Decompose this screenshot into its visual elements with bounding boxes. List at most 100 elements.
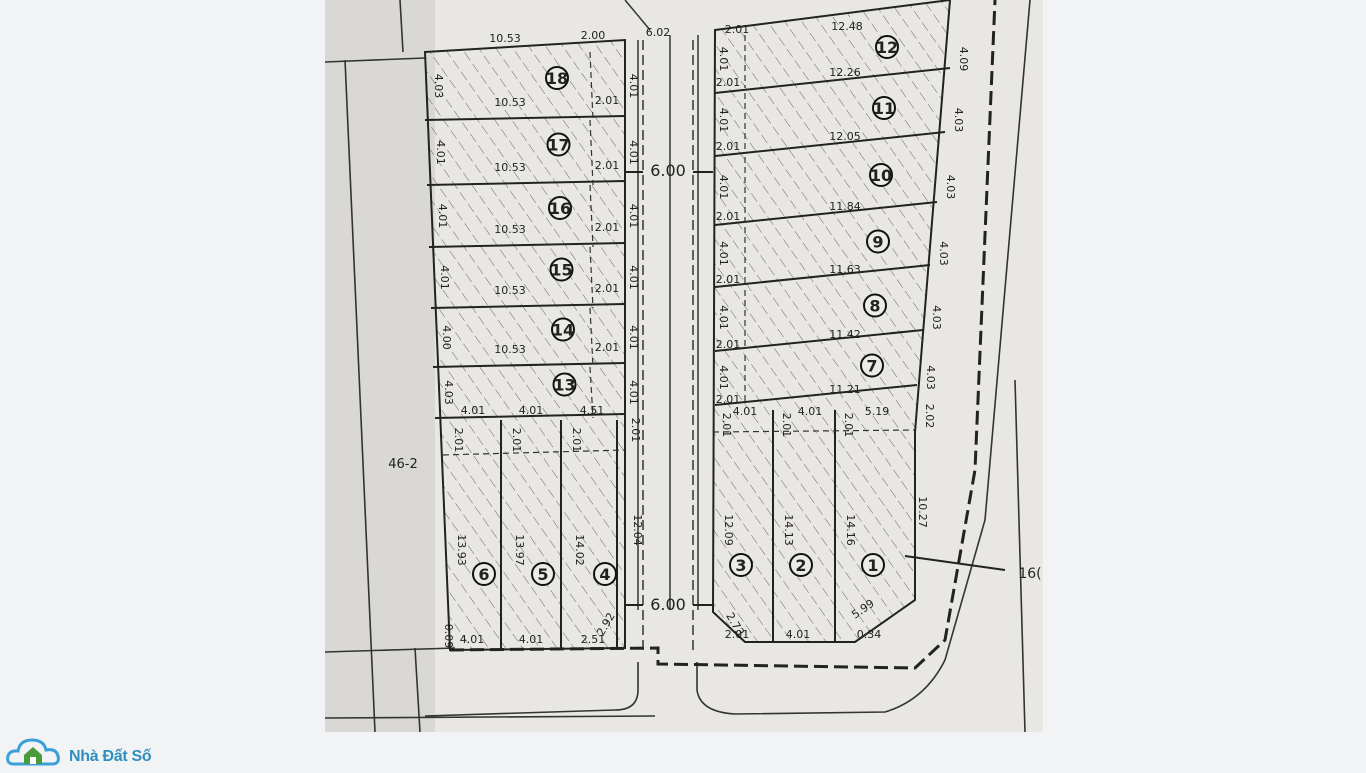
lot-inner-line	[442, 449, 626, 456]
lot-8-side-width: 4.01	[717, 305, 730, 330]
lot-boundary	[434, 413, 626, 419]
lot-8-depth: 4.03	[930, 305, 943, 330]
lot-16-depth: 4.01	[436, 204, 449, 229]
lot-14-length: 10.53	[494, 343, 526, 356]
top-dim-4: 12.48	[831, 20, 863, 33]
lot-number-4: 4	[593, 562, 617, 586]
lot-7-bottom-dim-1: 4.01	[798, 405, 823, 418]
lot-number-11: 11	[872, 96, 896, 120]
lot-14-back-width: 2.01	[595, 341, 620, 354]
lot-7-side-width: 4.01	[717, 365, 730, 390]
lot-boundary	[428, 242, 626, 248]
lot-1-front-width: 0.34	[857, 628, 882, 641]
lot-13-depth: 4.03	[442, 380, 455, 405]
lot-number-14: 14	[551, 317, 575, 342]
lot-inner-line	[589, 119, 594, 186]
lot-4-side-length: 12.04	[631, 514, 644, 546]
lot-12-side-width: 4.01	[717, 47, 730, 72]
lot-6-length: 13.93	[455, 534, 468, 566]
lot-12-length: 12.26	[829, 66, 861, 79]
lot-15-side-width: 4.01	[627, 265, 640, 290]
lot-13-side-width: 4.01	[627, 380, 640, 405]
lot-18-length: 10.53	[494, 96, 526, 109]
lot-boundary	[714, 131, 946, 157]
lot-2-top-width: 2.01	[780, 413, 793, 438]
lot-9-back-width: 2.01	[716, 273, 741, 286]
lot-number-18: 18	[545, 66, 569, 90]
svg-text:5: 5	[537, 565, 548, 584]
lot-15-depth: 4.01	[438, 265, 451, 290]
lot-3-top-width: 2.01	[720, 413, 733, 438]
lot-boundary	[426, 180, 626, 186]
lot-5-length: 13.97	[513, 534, 526, 566]
lot-8-back-width: 2.01	[716, 338, 741, 351]
lot-inner-line	[589, 246, 594, 309]
lot-number-12: 12	[875, 35, 899, 59]
top-dim-2: 6.02	[646, 26, 671, 39]
lot-15-back-width: 2.01	[595, 282, 620, 295]
lot-3-front-width: 2.01	[725, 628, 750, 641]
right-edge-label: 16(	[1018, 566, 1041, 582]
svg-text:13: 13	[553, 376, 575, 395]
lot-18-back-width: 2.01	[595, 94, 620, 107]
svg-text:4: 4	[599, 565, 610, 584]
lot-6-corner: 0.09	[442, 624, 455, 649]
lot-15-length: 10.53	[494, 284, 526, 297]
lot-number-5: 5	[531, 562, 555, 586]
lot-number-3: 3	[729, 553, 753, 577]
lot-number-13: 13	[552, 372, 577, 397]
lot-17-side-width: 4.01	[627, 140, 640, 165]
lot-17-back-width: 2.01	[595, 159, 620, 172]
lot-9-depth: 4.03	[937, 241, 950, 266]
lot-boundary	[714, 67, 951, 94]
svg-text:10: 10	[870, 166, 892, 185]
lot-10-length: 11.84	[829, 200, 861, 213]
svg-text:3: 3	[735, 556, 746, 575]
svg-text:9: 9	[872, 233, 883, 252]
svg-text:11: 11	[873, 99, 895, 118]
lot-inner-line	[589, 184, 594, 248]
top-dim-1: 2.00	[581, 29, 606, 42]
lot-4-length: 14.02	[573, 534, 586, 566]
road-width-label-upper: 6.00	[650, 161, 686, 180]
brand-logo[interactable]: Nhà Đất Số	[6, 734, 206, 768]
lot-10-side-width: 4.01	[717, 175, 730, 200]
svg-text:7: 7	[866, 357, 877, 376]
svg-text:14: 14	[552, 321, 574, 340]
lot-boundary	[714, 264, 931, 288]
svg-text:18: 18	[546, 69, 568, 88]
lot-inner-line	[712, 429, 916, 433]
lot-11-length: 12.05	[829, 130, 861, 143]
svg-text:8: 8	[869, 297, 880, 316]
lot-12-depth: 4.09	[957, 47, 970, 72]
svg-text:2: 2	[795, 556, 806, 575]
svg-text:6: 6	[478, 565, 489, 584]
lot-9-length: 11.63	[829, 263, 861, 276]
svg-text:17: 17	[547, 136, 569, 155]
road-width-label-lower: 6.00	[650, 595, 686, 614]
lot-7-bottom-dim-2: 5.19	[865, 405, 890, 418]
lot-1-side-top: 2.02	[923, 404, 936, 429]
lot-inner-line	[589, 51, 594, 121]
brand-name: Nhà Đất Số	[69, 748, 152, 765]
lot-7-bottom-dim-0: 4.01	[733, 405, 758, 418]
svg-text:15: 15	[550, 261, 572, 280]
lot-4-top-width: 2.01	[570, 428, 583, 453]
lot-5-front-width: 4.01	[519, 633, 544, 646]
lot-number-7: 7	[860, 353, 884, 378]
house-cloud-icon	[6, 738, 60, 766]
lot-6-front-width: 4.01	[460, 633, 485, 646]
lot-5-top-width: 2.01	[510, 428, 523, 453]
lot-number-10: 10	[869, 163, 893, 187]
lot-13-bottom-dim-0: 4.01	[461, 404, 486, 417]
lot-17-depth: 4.01	[434, 140, 447, 165]
lot-11-side-width: 4.01	[717, 108, 730, 133]
lot-boundary	[714, 201, 938, 226]
lot-13-bottom-dim-2: 4.51	[580, 404, 605, 417]
top-dim-0: 10.53	[489, 32, 521, 45]
lot-1-top-width: 2.01	[842, 413, 855, 438]
lot-18-side-width: 4.01	[627, 74, 640, 99]
lot-1-side-length: 10.27	[916, 496, 929, 528]
lot-8-length: 11.42	[829, 328, 861, 341]
